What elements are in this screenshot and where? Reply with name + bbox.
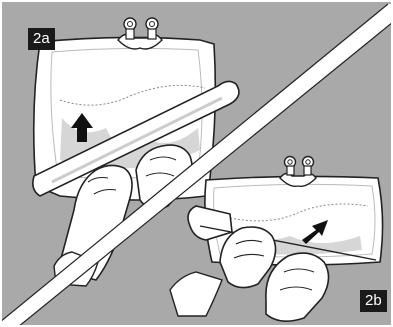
step-label-2a: 2a xyxy=(28,28,55,50)
step-label-2b: 2b xyxy=(360,290,387,312)
